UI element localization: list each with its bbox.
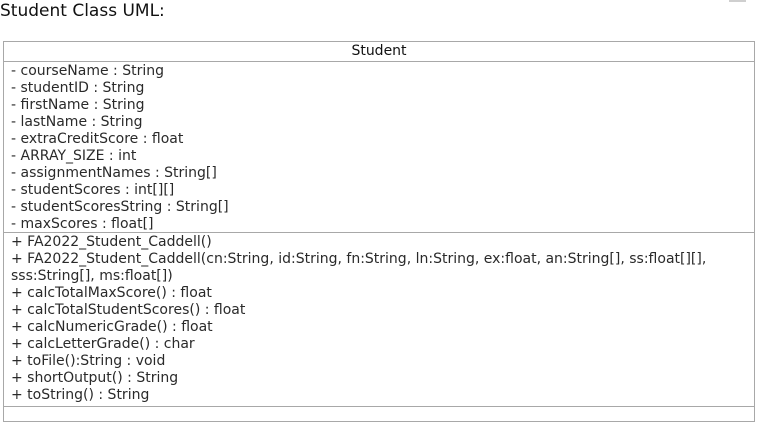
uml-operation: + calcLetterGrade() : char (11, 336, 195, 352)
uml-attribute: - studentID : String (11, 80, 145, 96)
uml-operation: + toFile():String : void (11, 353, 166, 369)
uml-attribute: - extraCreditScore : float (11, 131, 184, 147)
uml-attribute: - courseName : String (11, 63, 165, 79)
page-title: Student Class UML: (0, 1, 165, 21)
uml-operation: + FA2022_Student_Caddell() (11, 234, 212, 250)
uml-attributes-section: - courseName : String - studentID : Stri… (4, 62, 754, 233)
uml-attribute: - studentScores : int[][] (11, 182, 175, 198)
uml-attribute: - firstName : String (11, 97, 145, 113)
uml-empty-section (4, 407, 754, 421)
uml-attribute: - studentScoresString : String[] (11, 199, 229, 215)
uml-attribute: - assignmentNames : String[] (11, 165, 217, 181)
uml-operation: + calcTotalStudentScores() : float (11, 302, 246, 318)
uml-class-name: Student (4, 42, 754, 62)
uml-class-diagram: Student - courseName : String - studentI… (3, 41, 755, 422)
uml-operations-section: + FA2022_Student_Caddell() + FA2022_Stud… (4, 233, 754, 407)
uml-attribute: - maxScores : float[] (11, 216, 154, 232)
uml-operation: + calcNumericGrade() : float (11, 319, 213, 335)
uml-operation: + FA2022_Student_Caddell(cn:String, id:S… (11, 251, 707, 284)
minimize-icon[interactable] (729, 0, 746, 2)
uml-operation: + calcTotalMaxScore() : float (11, 285, 212, 301)
uml-attribute: - ARRAY_SIZE : int (11, 148, 137, 164)
uml-operation: + shortOutput() : String (11, 370, 179, 386)
uml-operation: + toString() : String (11, 387, 150, 403)
uml-attribute: - lastName : String (11, 114, 143, 130)
